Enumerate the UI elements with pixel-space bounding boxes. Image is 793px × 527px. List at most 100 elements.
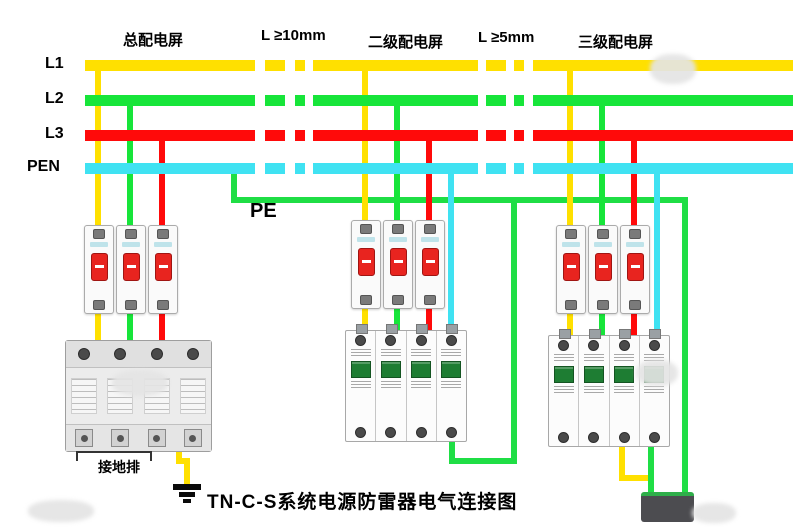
spd-screw — [355, 335, 367, 346]
breaker-toggle — [357, 248, 375, 276]
breaker-terminal — [392, 224, 404, 234]
l2-busbar — [85, 95, 793, 106]
spd-screw — [355, 427, 367, 438]
spd-text — [441, 381, 462, 390]
main-panel-label: 总配电屏 — [123, 32, 184, 49]
g1-l3-drop-wire — [159, 134, 165, 228]
spd-text — [411, 349, 432, 358]
g2-l2-out-wire — [394, 303, 400, 333]
circuit-breaker — [116, 225, 146, 314]
spd-tab — [649, 329, 662, 339]
g3-l2-out-wire — [599, 308, 605, 338]
spd-screw — [618, 340, 630, 351]
breaker-terminal — [93, 229, 105, 239]
l1-busbar — [85, 60, 793, 71]
breaker-terminal — [597, 229, 609, 239]
breaker-terminal — [424, 224, 436, 234]
spd-screw — [588, 340, 600, 351]
spd-tab — [558, 329, 571, 339]
watermark-blur — [636, 360, 678, 386]
spd-tab — [619, 329, 632, 339]
spd-screw — [415, 335, 427, 346]
breaker-terminal — [360, 295, 372, 305]
spd-text — [350, 381, 371, 390]
watermark-blur — [692, 503, 736, 523]
spd-screw — [445, 427, 457, 438]
spd-status-window — [441, 361, 462, 378]
spd-screw — [648, 340, 660, 351]
spd-text — [644, 386, 665, 395]
breaker-brand-mark — [626, 242, 644, 247]
breaker-terminal — [629, 300, 641, 310]
breaker-terminal — [392, 295, 404, 305]
breaker-brand-mark — [421, 237, 439, 242]
spd1-ground-wire-h — [176, 458, 190, 464]
circuit-breaker — [620, 225, 650, 314]
spd-status-window — [553, 366, 574, 383]
spd-text — [614, 354, 635, 363]
spd-module — [549, 329, 580, 446]
spd-screw — [385, 427, 397, 438]
breaker-toggle — [562, 253, 580, 281]
spd-screw — [588, 432, 600, 443]
spd-tab — [416, 324, 429, 334]
spd-status-window — [583, 366, 604, 383]
spd-screw — [78, 348, 91, 360]
spd3-ground-wire-h — [619, 475, 654, 481]
spd-screw — [648, 432, 660, 443]
spd-module — [640, 329, 669, 446]
spd-screw — [445, 335, 457, 346]
spd-terminal — [111, 429, 130, 447]
g1-l1-drop-wire — [95, 64, 101, 228]
pe-line — [231, 197, 688, 203]
breaker-terminal — [157, 300, 169, 310]
pen-to-pe-wire — [231, 172, 237, 200]
breaker-toggle — [626, 253, 644, 281]
breaker-toggle — [594, 253, 612, 281]
g3-l1-drop-wire — [567, 64, 573, 229]
breaker-terminal — [125, 300, 137, 310]
breaker-terminal — [360, 224, 372, 234]
spd-status-window — [411, 361, 432, 378]
spd3-ground-wire-green — [648, 443, 654, 494]
g3-l3-out-wire — [631, 308, 637, 338]
surge-protector-main — [65, 340, 212, 452]
breaker-toggle — [122, 253, 140, 281]
spd3-ground-wire-yellow — [619, 443, 625, 481]
pe-right-down-wire — [682, 197, 688, 494]
ground-bar-label: 接地排 — [98, 459, 140, 475]
spd2-ground-wire-v — [449, 438, 455, 464]
g2-l3-drop-wire — [426, 134, 432, 224]
circuit-breaker — [84, 225, 114, 314]
circuit-breaker — [588, 225, 618, 314]
g2-l1-drop-wire — [362, 64, 368, 224]
spd2-ground-wire-h — [449, 458, 517, 464]
secondary-panel-label: 二级配电屏 — [368, 34, 444, 51]
surge-protector-secondary — [345, 324, 467, 442]
l2-label: L2 — [45, 90, 64, 107]
ground-bar-2 — [179, 492, 195, 497]
breaker-toggle — [421, 248, 439, 276]
spd-screw — [415, 427, 427, 438]
g1-l3-out-wire — [159, 308, 165, 342]
g1-l2-out-wire — [127, 308, 133, 342]
circuit-breaker — [383, 220, 413, 309]
breaker-terminal — [565, 229, 577, 239]
spd-module — [376, 324, 407, 441]
spd-terminal-row — [66, 341, 211, 368]
spd-module — [610, 329, 640, 446]
clearance-5mm-label: L ≥5mm — [478, 29, 535, 46]
breaker-terminal — [597, 300, 609, 310]
l3-busbar — [85, 130, 793, 141]
spd-status-window — [350, 361, 371, 378]
spd-text — [380, 381, 401, 390]
g2-l2-drop-wire — [394, 99, 400, 224]
breaker-brand-mark — [122, 242, 140, 247]
spd-terminal — [183, 429, 202, 447]
spd-module — [437, 324, 466, 441]
spd-terminal-row — [66, 424, 211, 451]
spd-status-window — [614, 366, 635, 383]
spd-text — [441, 349, 462, 358]
spd-screw — [150, 348, 163, 360]
spd-text — [553, 386, 574, 395]
